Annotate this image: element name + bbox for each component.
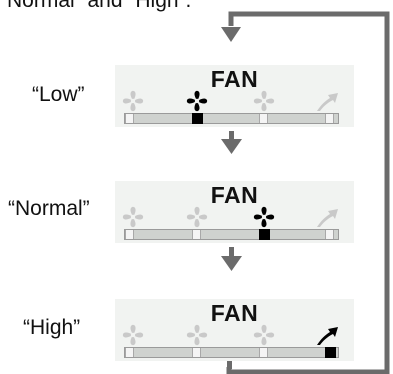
arrow-down-icon <box>221 27 241 42</box>
panel-title: FAN <box>210 300 259 326</box>
speed-slot <box>325 230 334 239</box>
arrow-down-icon <box>221 256 242 271</box>
speed-indicator-active <box>192 113 203 124</box>
speed-slot <box>192 348 201 357</box>
loop-line <box>226 11 390 374</box>
speed-indicator-active <box>259 229 270 240</box>
speed-indicator-active <box>325 347 336 358</box>
mode-icons <box>115 205 354 229</box>
mode-label-normal: “Normal” <box>8 197 90 220</box>
fan-panel-high: FAN <box>115 299 354 361</box>
fan-icon <box>186 206 208 228</box>
fan-panel-low: FAN <box>115 65 354 127</box>
fan-icon <box>253 90 275 112</box>
panel-title: FAN <box>210 66 259 92</box>
fan-panel-normal: FAN <box>115 181 354 243</box>
speed-slot <box>325 114 334 123</box>
speed-track <box>124 229 339 240</box>
fan-icon <box>186 90 208 112</box>
arrow-stem <box>229 131 234 139</box>
fan-icon <box>186 324 208 346</box>
mode-label-high: “High” <box>23 316 81 339</box>
arrow-stem <box>227 361 232 369</box>
auto-fan-icon <box>122 324 144 346</box>
fan-icon <box>253 206 275 228</box>
mode-icons <box>115 323 354 347</box>
speed-slot <box>259 114 268 123</box>
speed-slot <box>125 230 134 239</box>
speed-track <box>124 347 339 358</box>
speed-slot <box>125 114 134 123</box>
mode-label-low: “Low” <box>32 83 85 106</box>
speed-slot <box>259 348 268 357</box>
speed-track <box>124 113 339 124</box>
panel-title: FAN <box>210 182 259 208</box>
turbo-arrow-icon <box>317 93 338 111</box>
speed-slot <box>192 230 201 239</box>
auto-fan-icon <box>122 90 144 112</box>
arrow-down-icon <box>221 139 242 154</box>
turbo-arrow-icon <box>317 327 338 345</box>
intro-text: “Normal” and “High”. <box>0 0 192 12</box>
arrow-stem <box>229 247 234 256</box>
mode-icons <box>115 89 354 113</box>
turbo-arrow-icon <box>317 209 338 227</box>
fan-icon <box>253 324 275 346</box>
speed-slot <box>125 348 134 357</box>
auto-fan-icon <box>122 206 144 228</box>
